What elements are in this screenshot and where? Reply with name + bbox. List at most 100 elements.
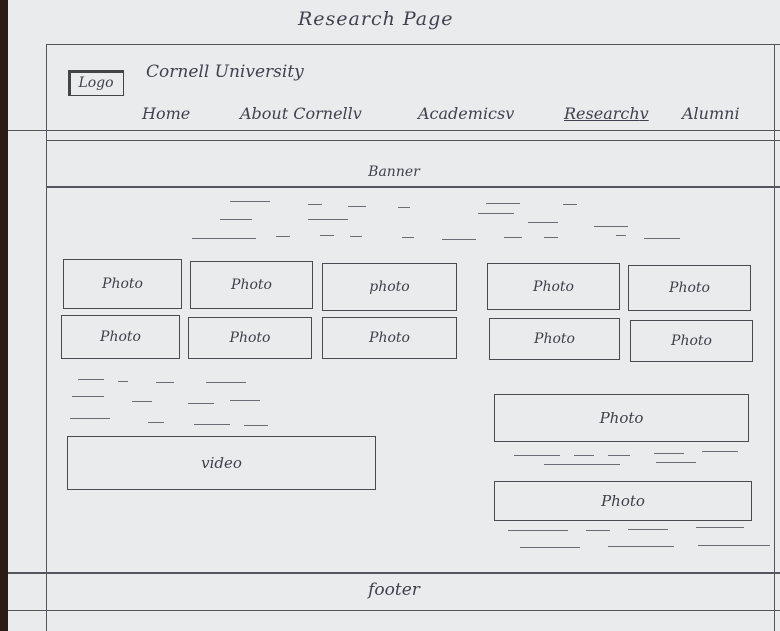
- photo-placeholder: Photo: [489, 318, 620, 360]
- text-line: [70, 418, 110, 419]
- nav-home[interactable]: Home: [142, 104, 190, 123]
- text-line: [72, 396, 104, 397]
- text-line: [206, 382, 246, 383]
- text-line: [78, 379, 104, 380]
- text-line: [276, 236, 290, 237]
- nav-academics[interactable]: Academicsv: [418, 104, 514, 123]
- text-line: [220, 219, 252, 220]
- text-line: [348, 206, 366, 207]
- text-line: [528, 222, 558, 223]
- video-label: video: [201, 454, 242, 472]
- photo-label: Photo: [231, 277, 272, 293]
- text-line: [308, 204, 322, 205]
- frame-left-line: [46, 44, 47, 631]
- photo-label: Photo: [671, 333, 712, 349]
- text-line: [132, 401, 152, 402]
- text-line: [486, 203, 520, 204]
- chevron-down-icon: v: [639, 104, 649, 123]
- text-line: [698, 545, 770, 546]
- text-line: [608, 455, 630, 456]
- text-line: [514, 455, 560, 456]
- text-line: [508, 530, 568, 531]
- logo[interactable]: Logo: [68, 70, 124, 96]
- header-divider: [8, 130, 780, 131]
- photo-label: Photo: [229, 330, 271, 346]
- page-title: Research Page: [298, 8, 454, 30]
- frame-right-line: [774, 44, 775, 631]
- text-line: [702, 451, 738, 452]
- text-line: [544, 237, 558, 238]
- text-line: [628, 529, 668, 530]
- text-line: [188, 403, 214, 404]
- nav-research-label: Research: [564, 104, 640, 123]
- text-line: [402, 237, 414, 238]
- text-line: [308, 219, 348, 220]
- text-line: [520, 547, 580, 548]
- nav-research[interactable]: Researchv: [564, 104, 649, 123]
- text-line: [230, 201, 270, 202]
- nav-home-label: Home: [142, 104, 191, 123]
- photo-placeholder: Photo: [628, 265, 751, 311]
- text-line: [230, 400, 260, 401]
- text-line: [194, 424, 230, 425]
- photo-label: photo: [369, 279, 410, 295]
- text-line: [192, 238, 256, 239]
- text-line: [320, 235, 334, 236]
- text-line: [654, 453, 684, 454]
- photo-placeholder: Photo: [494, 481, 752, 521]
- text-line: [156, 382, 174, 383]
- text-line: [608, 546, 674, 547]
- nav-academics-label: Academics: [418, 104, 506, 123]
- text-line: [563, 204, 577, 205]
- photo-placeholder: Photo: [190, 261, 313, 309]
- photo-placeholder: Photo: [630, 320, 753, 362]
- photo-label: Photo: [102, 276, 143, 292]
- photo-placeholder: Photo: [487, 263, 620, 310]
- text-line: [148, 422, 164, 423]
- nav-alumni[interactable]: Alumni: [682, 104, 740, 123]
- text-line: [398, 207, 410, 208]
- photo-placeholder: Photo: [188, 317, 312, 359]
- footer-bottom-line: [8, 610, 780, 611]
- photo-placeholder: Photo: [63, 259, 182, 309]
- text-line: [574, 455, 594, 456]
- sketch-sheet: Research Page Logo Cornell University Ho…: [8, 0, 780, 631]
- footer: footer: [368, 580, 420, 600]
- university-name: Cornell University: [146, 62, 304, 82]
- banner: Banner: [368, 164, 420, 180]
- photo-placeholder: Photo: [494, 394, 749, 442]
- chevron-down-icon: v: [352, 104, 362, 123]
- chevron-down-icon: v: [505, 104, 515, 123]
- photo-label: Photo: [533, 278, 574, 295]
- nav-about-cornell[interactable]: About Cornellv: [240, 104, 362, 123]
- photo-placeholder: Photo: [61, 315, 180, 359]
- text-line: [350, 236, 362, 237]
- text-line: [504, 237, 522, 238]
- photo-label: Photo: [601, 492, 645, 510]
- text-line: [118, 381, 128, 382]
- photo-placeholder: Photo: [322, 317, 457, 359]
- footer-divider: [8, 572, 780, 574]
- text-line: [244, 425, 268, 426]
- photo-label: Photo: [534, 331, 575, 347]
- banner-divider: [46, 186, 780, 188]
- photo-label: Photo: [669, 280, 710, 296]
- photo-label: Photo: [100, 329, 141, 345]
- photo-label: Photo: [369, 330, 410, 346]
- text-line: [442, 239, 476, 240]
- text-line: [544, 464, 620, 465]
- header-divider-2: [46, 140, 780, 141]
- video-placeholder[interactable]: video: [67, 436, 376, 490]
- photo-label: Photo: [599, 409, 644, 427]
- text-line: [644, 238, 680, 239]
- frame-top-line: [46, 44, 780, 45]
- text-line: [616, 235, 626, 236]
- text-line: [656, 462, 696, 463]
- text-line: [586, 530, 610, 531]
- text-line: [478, 213, 514, 214]
- nav-about-label: About Cornell: [240, 104, 353, 123]
- text-line: [594, 226, 628, 227]
- nav-alumni-label: Alumni: [682, 104, 740, 123]
- photo-placeholder: photo: [322, 263, 457, 311]
- text-line: [696, 527, 744, 528]
